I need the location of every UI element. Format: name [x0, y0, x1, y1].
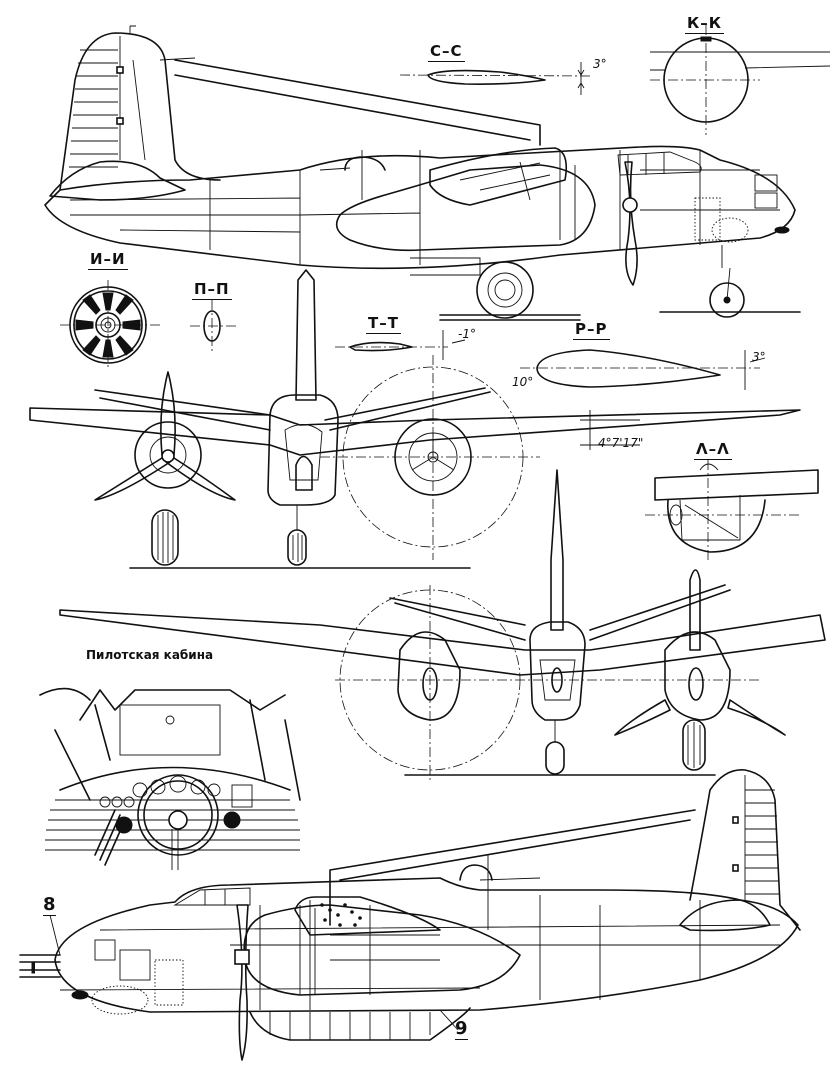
- left-propeller-blade: [160, 371, 176, 456]
- side-view-bottom: [19, 769, 801, 1061]
- side-view-top: [44, 25, 801, 321]
- section-label-p-p: П–П: [192, 280, 232, 300]
- angle-label-wing-dihedral: 4°7'17": [598, 436, 644, 450]
- section-c-c-airfoil: [399, 62, 591, 95]
- plan-fin: [550, 469, 564, 631]
- fuselage: [44, 145, 796, 270]
- front-fin: [295, 269, 317, 401]
- angle-label-c-c: 3°: [593, 57, 607, 71]
- section-r-r-airfoil: [520, 349, 766, 390]
- section-label-t-t: Т–Т: [366, 314, 401, 334]
- cockpit-caption: Пилотская кабина: [86, 648, 214, 662]
- section-t-t-airfoil: [335, 330, 466, 360]
- left-engine-cowl: [134, 421, 202, 489]
- front-wing: [29, 407, 801, 456]
- left-main-wheel: [151, 509, 179, 566]
- engine-nacelle: [335, 164, 596, 252]
- plan-wing: [59, 609, 826, 676]
- callout-8: 8: [43, 894, 56, 916]
- section-p-p-strut: [190, 300, 236, 352]
- dorsal-turret: [344, 156, 386, 171]
- section-l-l-nacelle: [645, 460, 819, 560]
- section-k-k-fuselage: [650, 25, 831, 135]
- tail-fin-bottom: [689, 769, 801, 931]
- section-label-c-c: С–С: [428, 42, 465, 62]
- section-i-i-engine: [60, 280, 160, 370]
- angle-label-t-t: -1°: [458, 327, 476, 341]
- front-fuselage: [267, 394, 339, 506]
- nose-wheel: [709, 282, 745, 318]
- propeller-bottom: [236, 904, 249, 1061]
- section-label-l-l: Λ–Λ: [694, 440, 732, 460]
- bomb-bay-fairing: [249, 1007, 471, 1041]
- front-nose-wheel: [287, 529, 307, 566]
- section-label-k-k: К–К: [685, 14, 725, 34]
- tail-fin: [59, 32, 221, 191]
- callout-9: 9: [455, 1018, 468, 1040]
- nacelle-bottom: [243, 904, 521, 996]
- wing-root: [429, 147, 568, 206]
- plan-fuselage: [529, 621, 586, 721]
- right-nacelle: [664, 631, 731, 721]
- tailplane: [49, 160, 186, 201]
- left-nacelle: [397, 631, 461, 721]
- plan-view: [59, 469, 826, 780]
- propeller: [624, 161, 638, 286]
- angle-label-tail-dihedral: 10°: [512, 375, 534, 389]
- fuselage-bottom: [54, 877, 799, 1013]
- main-wheel: [476, 261, 534, 319]
- nose-guns: [19, 954, 61, 978]
- section-label-i-i: И–И: [88, 250, 128, 270]
- front-view: [29, 269, 801, 569]
- section-label-r-r: Р–Р: [573, 320, 610, 340]
- cockpit-interior: [39, 687, 301, 870]
